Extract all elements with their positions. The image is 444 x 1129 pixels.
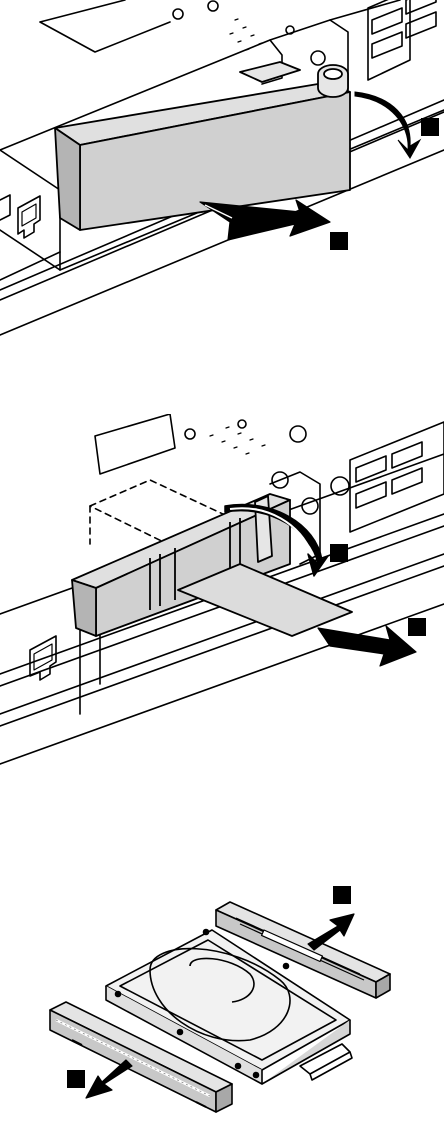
- drive-cover: [55, 62, 350, 230]
- port-bay: [368, 0, 410, 80]
- callout-2: [67, 1070, 85, 1088]
- callout-2: [330, 232, 348, 250]
- screw-hole: [311, 51, 325, 65]
- step-panel-pull-tab: [0, 414, 444, 769]
- pull-tab-illustration: [0, 414, 444, 769]
- screw-hole: [173, 9, 183, 19]
- label-area-outline: [95, 414, 175, 474]
- callout-1: [421, 118, 439, 136]
- arrow-upright-icon: [308, 914, 354, 950]
- usb-port: [372, 8, 402, 58]
- remove-rails-illustration: [0, 870, 444, 1129]
- callout-1: [333, 886, 351, 904]
- arrow-downleft-icon: [86, 1060, 132, 1098]
- screw-hole: [208, 1, 218, 11]
- step-panel-remove-rails: [0, 870, 444, 1129]
- port-bay: [350, 422, 444, 532]
- vent-dots: [210, 427, 265, 454]
- callout-2: [408, 618, 426, 636]
- usb-port: [356, 456, 386, 508]
- step-panel-remove-cover: [0, 0, 444, 345]
- label-area-outline: [40, 0, 170, 52]
- remove-cover-illustration: [0, 0, 444, 345]
- ethernet-port: [18, 196, 40, 238]
- callout-1: [330, 544, 348, 562]
